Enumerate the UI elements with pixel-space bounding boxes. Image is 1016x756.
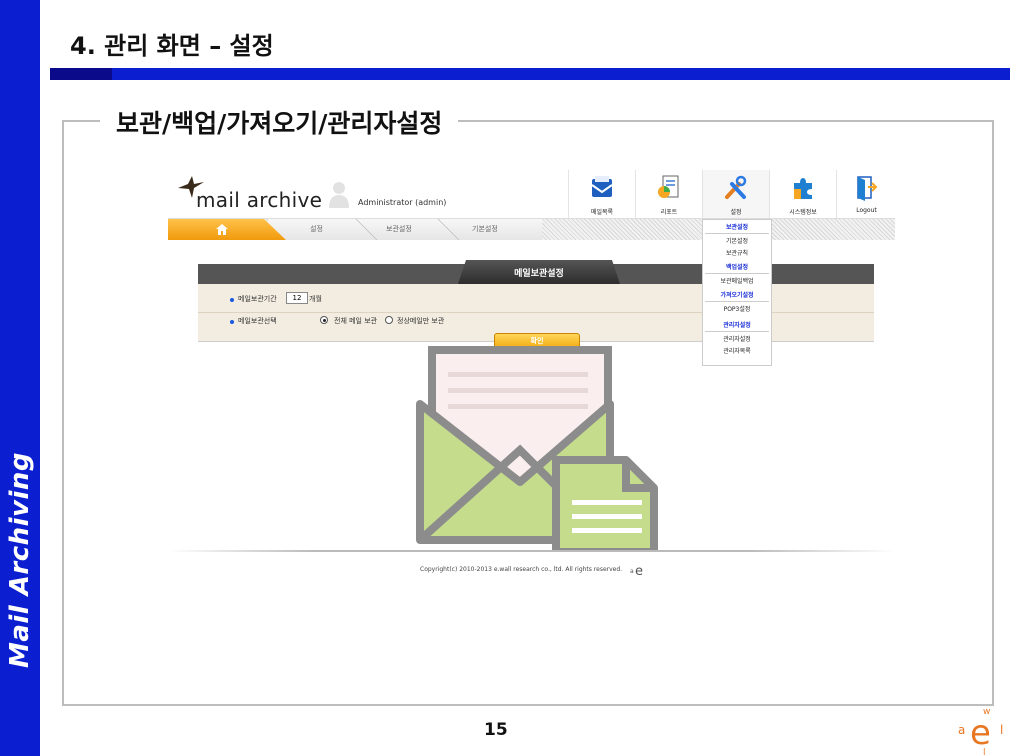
user-name: Administrator (admin) — [358, 198, 447, 207]
dropdown-menu-item[interactable]: POP3설정 — [723, 306, 751, 313]
dropdown-section-header: 가져오기설정 — [720, 292, 754, 299]
dropdown-section-header: 관리자설정 — [723, 322, 751, 329]
toolbar-label: 설정 — [730, 209, 742, 216]
system-info-icon — [794, 178, 812, 199]
bullet-icon — [230, 298, 234, 302]
svg-text:l: l — [983, 748, 986, 756]
panel-title: 메일보관설정 — [514, 269, 564, 279]
svg-text:w: w — [983, 707, 990, 717]
select-label: 메일보관선택 — [238, 317, 277, 325]
period-unit: 개월 — [309, 295, 322, 303]
breadcrumb-item[interactable]: 설정 — [310, 225, 323, 233]
toolbar-label: Logout — [856, 207, 877, 214]
toolbar-label: 메일목록 — [590, 209, 614, 216]
row-divider — [198, 312, 874, 313]
period-label: 메일보관기간 — [238, 295, 277, 303]
toolbar-label: 시스템정보 — [789, 209, 817, 216]
home-icon — [216, 224, 228, 235]
dropdown-menu-item[interactable]: 보관메일백업 — [720, 278, 754, 285]
app-header: mail archive Administrator (admin) 메일목록 … — [168, 170, 895, 219]
retention-period-input[interactable]: 12 — [286, 292, 308, 304]
dropdown-menu-item[interactable]: 관리자목록 — [723, 348, 751, 355]
dropdown-divider — [705, 301, 769, 302]
radio-normal-mail[interactable] — [385, 316, 393, 324]
breadcrumb-background — [268, 219, 542, 240]
user-avatar-icon — [329, 182, 349, 208]
breadcrumb-item[interactable]: 보관설정 — [386, 225, 412, 233]
logout-door-icon — [857, 176, 878, 201]
dropdown-menu-item[interactable]: 기본설정 — [725, 238, 749, 245]
panel-tab: 메일보관설정 — [458, 260, 620, 284]
mail-list-icon — [591, 176, 613, 197]
ewall-logo-icon: a e l w l — [958, 707, 1003, 756]
svg-text:e: e — [970, 713, 991, 753]
slide-title: 4. 관리 화면 – 설정 — [70, 32, 274, 60]
breadcrumb-nav: 설정 보관설정 기본설정 — [168, 219, 895, 240]
dropdown-menu-item[interactable]: 관리자설정 — [723, 336, 751, 343]
bird-logo-icon — [178, 176, 204, 198]
envelope-illustration-icon — [416, 346, 658, 552]
settings-tools-icon — [725, 175, 747, 199]
dropdown-section-header: 보관설정 — [725, 224, 749, 231]
option-all-label: 전체 메일 보관 — [334, 317, 378, 325]
radio-all-mail[interactable] — [320, 316, 328, 324]
toolbar-logout[interactable]: Logout — [836, 170, 896, 218]
toolbar-report[interactable]: 리포트 — [635, 170, 702, 218]
dropdown-section-header: 백업설정 — [725, 264, 749, 271]
content-frame — [62, 120, 994, 706]
svg-text:a: a — [958, 723, 965, 737]
dropdown-divider — [705, 331, 769, 332]
breadcrumb-item[interactable]: 기본설정 — [472, 225, 498, 233]
sidebar-text: Mail Archiving — [5, 451, 35, 669]
ewall-small-logo-icon: a e — [630, 564, 643, 579]
report-icon — [658, 175, 679, 198]
toolbar-label: 리포트 — [660, 209, 678, 216]
toolbar-system-info[interactable]: 시스템정보 — [769, 170, 836, 218]
footer-divider — [168, 550, 895, 552]
bullet-icon — [230, 320, 234, 324]
home-button[interactable] — [168, 219, 286, 240]
section-title: 보관/백업/가져오기/관리자설정 — [100, 104, 459, 140]
app-screenshot: mail archive Administrator (admin) 메일목록 … — [168, 170, 895, 590]
page-number: 15 — [484, 720, 508, 740]
option-normal-label: 정상메일만 보관 — [397, 317, 445, 325]
copyright: Copyright(c) 2010-2013 e.wall research c… — [420, 566, 623, 573]
brand-name: mail archive — [196, 188, 323, 212]
dropdown-divider — [705, 233, 769, 234]
toolbar-mail-list[interactable]: 메일목록 — [568, 170, 635, 218]
svg-text:a: a — [630, 568, 634, 575]
toolbar-settings[interactable]: 설정 — [702, 170, 769, 218]
svg-text:l: l — [1000, 723, 1003, 737]
dropdown-divider — [705, 273, 769, 274]
title-bar-accent — [50, 68, 112, 80]
dropdown-menu-item[interactable]: 보관규칙 — [725, 250, 749, 257]
sidebar: Mail Archiving — [0, 0, 40, 756]
title-bar — [50, 68, 1010, 80]
svg-text:e: e — [635, 564, 643, 579]
